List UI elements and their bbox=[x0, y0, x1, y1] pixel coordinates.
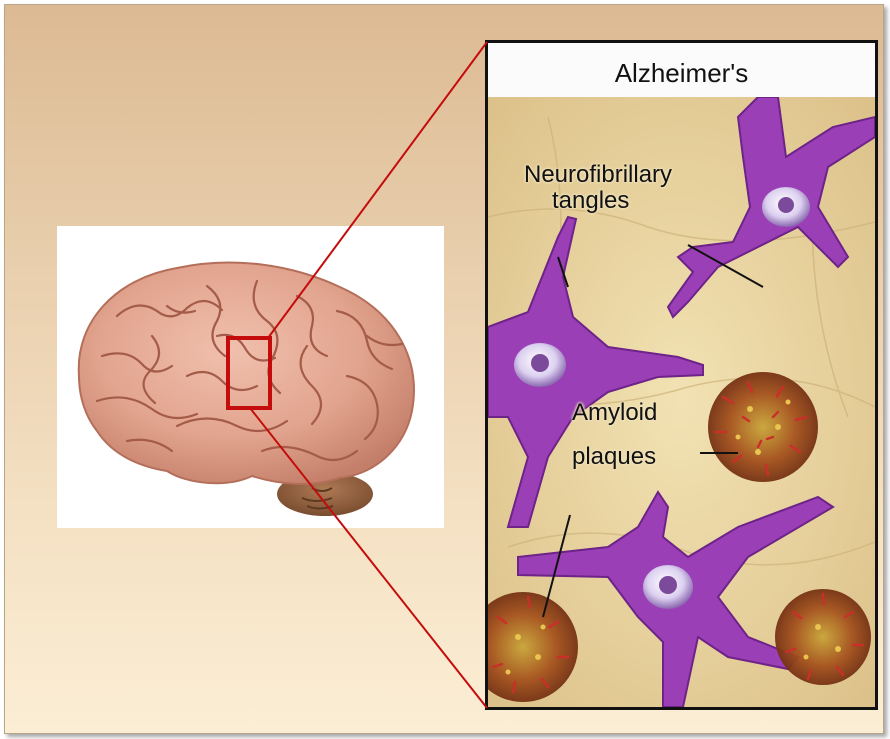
plaque-bottom-right bbox=[775, 589, 871, 685]
plaque-middle-right bbox=[708, 372, 818, 482]
label-amyloid: Amyloid bbox=[572, 399, 657, 427]
panel-title: Alzheimer's bbox=[488, 43, 875, 97]
brain-image bbox=[57, 226, 444, 528]
alzheimers-panel: Alzheimer's bbox=[485, 40, 878, 710]
cerebrum bbox=[79, 262, 414, 483]
label-plaques: plaques bbox=[572, 443, 656, 471]
label-tangles: tangles bbox=[552, 187, 629, 215]
label-neurofibrillary: Neurofibrillary bbox=[524, 161, 672, 189]
